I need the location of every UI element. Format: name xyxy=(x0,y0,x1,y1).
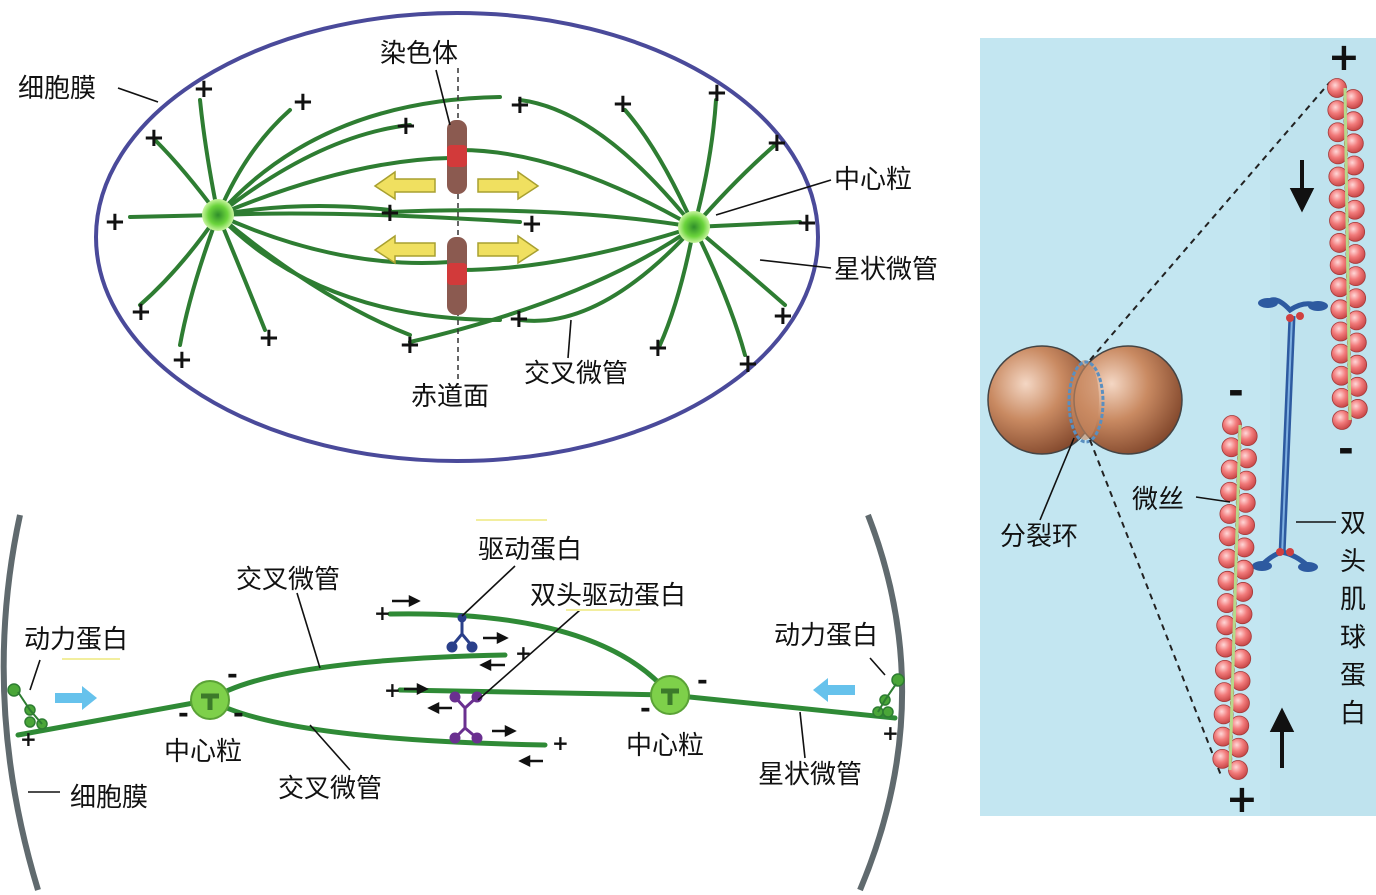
svg-text:+: + xyxy=(796,208,818,238)
chromosome-bottom xyxy=(447,237,467,315)
chromosome-top xyxy=(447,120,467,194)
svg-text:+: + xyxy=(1226,777,1258,821)
label-dynein-right: 动力蛋白 xyxy=(774,621,878,651)
bipolar-kinesin-motor xyxy=(449,691,483,744)
svg-text:+: + xyxy=(1328,35,1360,79)
svg-text:+: + xyxy=(647,333,669,363)
svg-text:+: + xyxy=(509,90,531,120)
direction-arrows xyxy=(392,594,543,768)
svg-text:+: + xyxy=(374,601,391,625)
svg-text:-: - xyxy=(1228,369,1244,413)
svg-text:+: + xyxy=(130,297,152,327)
membrane-arc-left xyxy=(0,514,41,891)
label-aster-mt-bottom: 星状微管 xyxy=(758,760,862,790)
movement-arrows xyxy=(373,170,540,265)
spindle-panel: + + + + + + + + + + + + + + + + + + + + xyxy=(18,11,938,463)
actin-arrow-down xyxy=(1289,160,1315,213)
label-cleavage-ring: 分裂环 xyxy=(1000,522,1078,552)
label-aster-mt: 星状微管 xyxy=(834,255,938,285)
svg-text:+: + xyxy=(193,74,215,104)
svg-text:+: + xyxy=(766,128,788,158)
svg-text:+: + xyxy=(143,123,165,153)
svg-text:-: - xyxy=(233,699,244,729)
svg-text:+: + xyxy=(552,731,569,755)
kinesin-motor xyxy=(446,613,478,653)
svg-text:肌: 肌 xyxy=(1340,585,1366,615)
svg-text:-: - xyxy=(178,699,189,729)
label-cell-membrane-bottom: 细胞膜 xyxy=(70,783,148,813)
svg-text:-: - xyxy=(227,660,238,690)
svg-text:双: 双 xyxy=(1340,509,1366,539)
cleavage-ring xyxy=(1067,360,1105,444)
svg-text:+: + xyxy=(379,198,401,228)
actin-arrow-up xyxy=(1269,707,1295,768)
svg-text:+: + xyxy=(384,678,401,702)
svg-text:+: + xyxy=(292,87,314,117)
svg-text:+: + xyxy=(104,207,126,237)
svg-text:+: + xyxy=(706,78,728,108)
svg-text:+: + xyxy=(521,209,543,239)
label-bipolar-motor: 双头驱动蛋白 xyxy=(530,581,686,611)
svg-text:+: + xyxy=(515,641,532,665)
actin-bead xyxy=(1222,415,1242,435)
svg-text:+: + xyxy=(395,111,417,141)
actin-filament-upper xyxy=(1327,78,1368,430)
centriole-right xyxy=(678,211,710,243)
svg-text:-: - xyxy=(697,666,708,696)
svg-text:+: + xyxy=(508,304,530,334)
svg-text:蛋: 蛋 xyxy=(1340,661,1366,691)
svg-text:+: + xyxy=(772,301,794,331)
svg-text:+: + xyxy=(20,727,37,751)
label-equatorial-plane: 赤道面 xyxy=(411,382,489,412)
svg-text:+: + xyxy=(258,323,280,353)
cross-microtubules xyxy=(216,95,696,344)
motor-panel: + + + + + + - - - - - 交叉微管 驱动蛋白 双头驱动蛋白 动… xyxy=(0,513,906,892)
blue-arrow-left xyxy=(55,686,97,710)
svg-text:头: 头 xyxy=(1340,547,1366,577)
label-myosin: 双 头 肌 球 蛋 白 xyxy=(1340,509,1366,729)
svg-text:+: + xyxy=(171,345,193,375)
membrane-arc-right xyxy=(857,513,906,892)
actin-bead xyxy=(1332,410,1352,430)
actin-filament-lower xyxy=(1212,415,1258,780)
label-cross-mt-top: 交叉微管 xyxy=(236,565,340,595)
blue-arrow-right xyxy=(813,678,855,702)
label-chromosome: 染色体 xyxy=(380,39,458,69)
label-cross-mt-bottom: 交叉微管 xyxy=(278,774,382,804)
myosin-filament xyxy=(1252,297,1328,572)
label-centriole-right: 中心粒 xyxy=(626,731,704,761)
svg-text:球: 球 xyxy=(1340,623,1366,653)
svg-text:白: 白 xyxy=(1340,699,1366,729)
dividing-cell xyxy=(987,345,1183,455)
label-dynein-left: 动力蛋白 xyxy=(24,625,128,655)
label-cross-mt: 交叉微管 xyxy=(524,359,628,389)
svg-text:-: - xyxy=(640,694,651,724)
svg-text:+: + xyxy=(882,721,899,745)
label-microfilament: 微丝 xyxy=(1132,485,1184,515)
label-centriole-left: 中心粒 xyxy=(164,737,242,767)
label-cell-membrane: 细胞膜 xyxy=(18,74,96,104)
dynein-left-shape xyxy=(7,683,48,730)
svg-text:+: + xyxy=(399,330,421,360)
svg-text:+: + xyxy=(612,89,634,119)
dynein-right-shape xyxy=(872,673,905,718)
label-centriole: 中心粒 xyxy=(834,165,912,195)
centriole-left xyxy=(202,199,234,231)
label-motor-protein: 驱动蛋白 xyxy=(478,535,582,565)
cytokinesis-panel: + - - + 分裂环 微丝 双 头 肌 球 蛋 白 xyxy=(980,35,1376,821)
svg-text:+: + xyxy=(737,349,759,379)
plus-signs-top: + + + + + + + + + + + + + + + + + + + + xyxy=(104,74,818,379)
actin-bead xyxy=(1228,760,1248,780)
svg-text:-: - xyxy=(1338,427,1354,471)
